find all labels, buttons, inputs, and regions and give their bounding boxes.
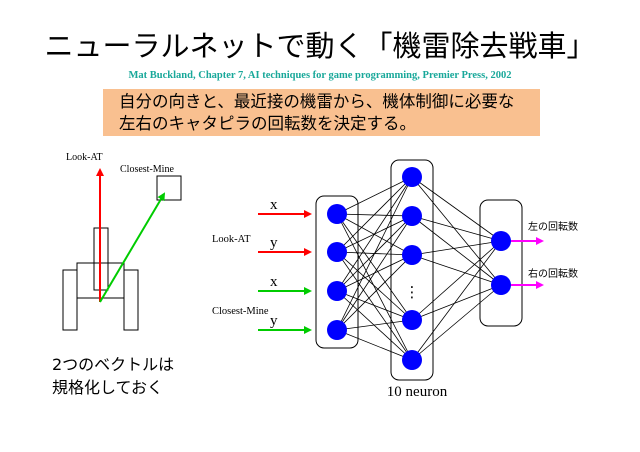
input-label-y: y [270, 313, 278, 329]
input-group-label-closest-mine: Closest-Mine [212, 306, 269, 317]
connection-line [336, 251, 413, 321]
network-connections [336, 176, 502, 361]
connection-line [336, 215, 413, 331]
connection-line [411, 240, 502, 361]
input-arrows: x y x y [258, 197, 312, 334]
tank-right-track [123, 269, 139, 331]
hidden-neuron [402, 206, 422, 226]
input-layer-box [315, 195, 359, 349]
note-line-2: 規格化しておく [52, 378, 164, 397]
description-line-2: 左右のキャタピラの回転数を決定する。 [119, 114, 416, 133]
input-label-y: y [270, 235, 278, 251]
normalization-note: 2つのベクトルは 規格化しておく [52, 353, 212, 399]
connection-line [336, 251, 413, 361]
output-layer-box [479, 199, 523, 327]
output-label-left: 左の回転数 [528, 220, 578, 233]
output-neuron [491, 231, 511, 251]
connection-line [336, 176, 413, 331]
output-neuron [491, 275, 511, 295]
hidden-neuron [402, 350, 422, 370]
tank-left-track [62, 269, 78, 331]
connection-line [411, 215, 502, 286]
tank-illustration: Look-AT Closest-Mine [62, 152, 182, 331]
input-neuron [327, 242, 347, 262]
connection-line [411, 284, 502, 321]
connection-line [336, 254, 413, 331]
tank-label-look-at: Look-AT [66, 152, 103, 163]
connection-line [411, 240, 502, 256]
network-neurons [327, 167, 511, 370]
connection-line [411, 254, 502, 286]
hidden-neuron [402, 167, 422, 187]
note-line-1: 2つのベクトルは [52, 355, 175, 374]
mine-box [156, 175, 182, 201]
input-label-x: x [270, 274, 278, 290]
tank-label-closest-mine: Closest-Mine [120, 164, 174, 175]
slide-title: ニューラルネットで動く「機雷除去戦車」 [44, 29, 596, 63]
output-label-right: 右の回転数 [528, 267, 578, 280]
hidden-layer-box [390, 159, 434, 381]
connection-line [336, 176, 413, 253]
connection-line [336, 290, 413, 361]
closest-mine-vector [99, 192, 166, 303]
connection-line [411, 284, 502, 361]
connection-line [336, 176, 413, 215]
connection-line [336, 213, 413, 321]
hidden-neuron [402, 310, 422, 330]
input-neuron [327, 204, 347, 224]
hidden-layer-label: 10 neuron [387, 384, 448, 400]
input-neuron [327, 320, 347, 340]
output-arrows [511, 237, 544, 289]
input-neuron [327, 281, 347, 301]
input-group-label-look-at: Look-AT [212, 234, 251, 245]
connection-line [336, 176, 413, 292]
connection-line [336, 319, 413, 331]
connection-line [411, 215, 502, 242]
connection-line [336, 213, 413, 361]
hidden-neuron [402, 245, 422, 265]
input-label-x: x [270, 197, 278, 213]
connection-line [336, 329, 413, 361]
connection-line [411, 176, 502, 242]
connection-line [411, 240, 502, 321]
description-box: 自分の向きと、最近接の機雷から、機体制御に必要な 左右のキャタピラの回転数を決定… [103, 89, 540, 136]
hidden-ellipsis: ⋮ [405, 283, 420, 301]
description-line-1: 自分の向きと、最近接の機雷から、機体制御に必要な [119, 92, 515, 111]
connection-line [336, 290, 413, 321]
connection-line [411, 176, 502, 286]
citation: Mat Buckland, Chapter 7, AI techniques f… [128, 70, 512, 81]
